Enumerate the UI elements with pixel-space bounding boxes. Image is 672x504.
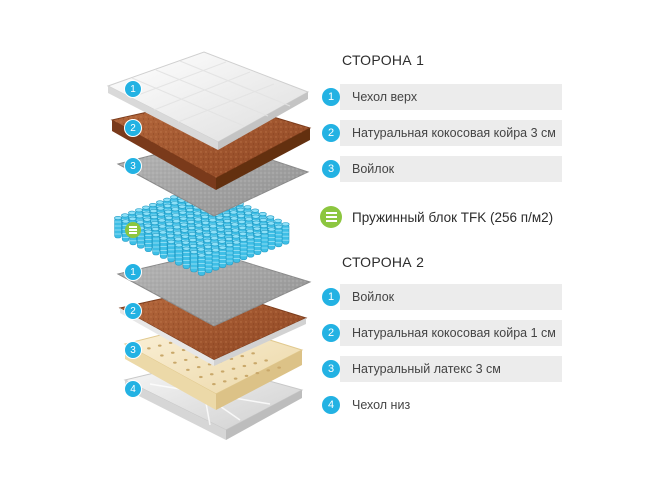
spring-coil [211,248,220,271]
legend-bar [340,156,562,182]
latex-hole [231,367,236,370]
spring-coil [281,222,290,245]
legend-side1-item-1: 1 Чехол верх [322,84,562,110]
latex-hole [253,362,258,365]
spring-coil [253,232,262,255]
spring-coil [144,229,153,252]
latex-hole [173,361,177,364]
latex-hole [157,344,162,347]
latex-hole [181,348,186,352]
latex-hole [212,383,216,386]
spring-coil [114,216,122,239]
latex-hole [160,354,164,357]
legend-bar [340,392,562,418]
legend-side1-item-2: 2 Натуральная кокосовая койра 3 см [322,120,562,146]
legend-label: Чехол верх [352,90,418,104]
spring-coil [159,236,168,259]
legend-label: Чехол низ [352,398,411,412]
number-badge: 2 [322,324,340,342]
legend-side1-item-3: 3 Войлок [322,156,562,182]
legend-label: Войлок [352,162,395,176]
legend-bar [340,320,562,346]
legend-side2-item-1: 1 Войлок [322,284,562,310]
spring-coil [232,240,241,263]
latex-hole [244,374,249,377]
spring-block-label: Пружинный блок TFK (256 п/м2) [352,209,554,225]
latex-hole [255,372,260,375]
legend-side2-item-4: 4 Чехол низ [322,392,562,418]
number-badge: 2 [322,124,340,142]
side2-title: СТОРОНА 2 [342,254,425,270]
spring-coil [197,253,206,276]
legend-label: Натуральный латекс 3 см [352,362,501,376]
latex-hole [196,365,201,369]
marker-side1-1: 1 [124,80,142,98]
latex-hole [240,354,245,358]
marker-side1-3: 3 [124,157,142,175]
spring-coil [267,227,276,250]
legend-side2-item-2: 2 Натуральная кокосовая койра 1 см [322,320,562,346]
latex-hole [251,352,255,355]
spring-coil [225,243,234,266]
legend-bar [340,120,562,146]
spring-coil [204,250,213,274]
legend-bar [340,84,562,110]
latex-hole [199,375,203,379]
latex-hole [147,347,151,350]
legend-label: Войлок [352,290,395,304]
spring-coil [152,233,160,256]
spring-coil [190,250,198,273]
latex-hole [183,358,188,362]
spring-coil [246,235,255,258]
spring-coil [167,239,176,263]
number-badge: 3 [322,160,340,178]
spring-block-icon [320,206,342,228]
legend-label: Натуральная кокосовая койра 1 см [352,326,556,340]
spring-coil [218,245,227,268]
latex-hole [233,377,238,380]
marker-side2-3: 3 [124,341,142,359]
marker-side2-1: 1 [124,263,142,281]
spring-coil [260,230,269,253]
number-badge: 1 [322,88,340,106]
latex-hole [277,366,281,369]
latex-hole [222,380,227,383]
marker-side2-2: 2 [124,302,142,320]
latex-hole [266,369,271,372]
latex-hole [264,359,268,362]
legend-bar [340,284,562,310]
spring-coil [182,246,191,269]
number-badge: 1 [322,288,340,306]
legend-side2-item-3: 3 Натуральный латекс 3 см [322,356,562,382]
marker-side2-4: 4 [124,380,142,398]
number-badge: 3 [322,360,340,378]
spring-coil [274,224,283,248]
layer-top-cover [106,51,310,150]
latex-hole [209,373,214,376]
legend-bar [340,356,562,382]
marker-side1-2: 2 [124,119,142,137]
latex-hole [220,370,225,373]
latex-hole [170,351,175,354]
marker-spring-block-icon [125,222,141,238]
spring-coil [239,237,248,261]
number-badge: 4 [322,396,340,414]
latex-hole [242,364,247,368]
spring-coil [174,243,183,266]
latex-hole [168,341,173,344]
side1-title: СТОРОНА 1 [342,52,425,68]
legend-spring-block: Пружинный блок TFK (256 п/м2) [320,204,560,230]
latex-hole [186,368,190,371]
legend-label: Натуральная кокосовая койра 3 см [352,126,556,140]
